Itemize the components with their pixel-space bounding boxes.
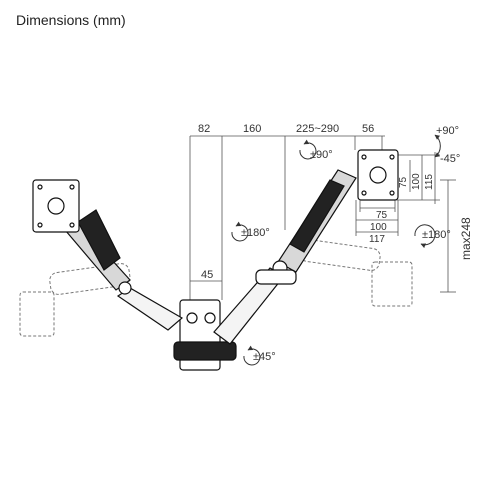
rot-base: ±45°	[253, 351, 276, 363]
tilt-icon	[434, 134, 441, 158]
dim-56: 56	[362, 123, 374, 135]
ghost-arm-left	[19, 263, 131, 337]
left-vesa-plate	[32, 179, 80, 233]
dim-75-horizontal: 75	[376, 210, 388, 221]
left-arm	[59, 209, 184, 331]
dim-100-horizontal: 100	[370, 222, 387, 233]
ghost-arm-right	[299, 239, 413, 307]
dim-max248: max248	[459, 217, 473, 260]
dim-82: 82	[198, 123, 210, 135]
right-arm	[213, 169, 357, 345]
dim-115: 115	[424, 174, 435, 190]
rot-screen: ±180°	[422, 229, 451, 241]
rotate-base-icon	[243, 345, 261, 366]
rotate-arm-icon	[231, 221, 249, 242]
dim-45: 45	[201, 269, 213, 281]
diagram-title: Dimensions (mm)	[16, 12, 126, 28]
rot-tilt-up: +90°	[436, 125, 459, 137]
dim-160: 160	[243, 123, 261, 135]
right-vesa-plate	[357, 149, 399, 201]
rot-tilt-down: -45°	[440, 153, 460, 165]
dim-117: 117	[369, 234, 385, 245]
rot-arm: ±180°	[241, 227, 270, 239]
rotate-head-icon	[299, 139, 317, 160]
dim-75-vertical: 75	[398, 176, 409, 188]
rot-head: ±90°	[310, 149, 333, 161]
dimension-lines	[189, 135, 456, 300]
dim-225-290: 225~290	[296, 123, 339, 135]
rotate-screen-icon	[414, 224, 436, 249]
wall-base	[173, 299, 237, 371]
dim-100-vertical: 100	[411, 173, 422, 190]
